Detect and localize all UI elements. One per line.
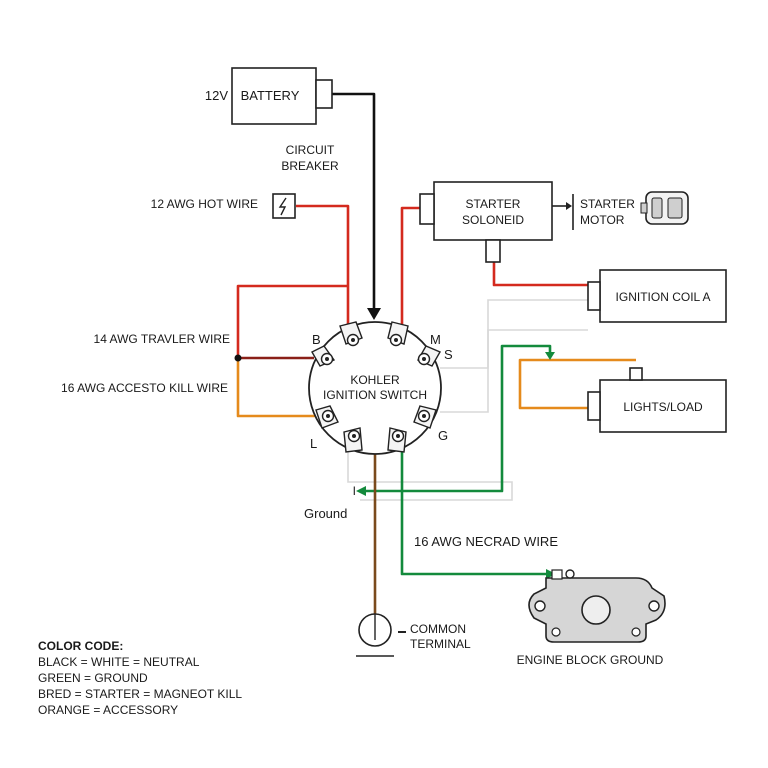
terminal-m bbox=[387, 321, 409, 347]
starter-motor-icon bbox=[640, 191, 689, 225]
terminal-i bbox=[343, 427, 363, 453]
ground-green-wire bbox=[362, 344, 552, 493]
lights-load-label: LIGHTS/LOAD bbox=[623, 400, 703, 414]
coil-gray-wire bbox=[440, 299, 588, 369]
switch-label-1: KOHLER bbox=[350, 373, 400, 387]
starter-solenoid: STARTER SOLONEID bbox=[419, 181, 553, 263]
circuit-breaker-label-1: CIRCUIT bbox=[286, 143, 335, 157]
green-arrowhead-lights bbox=[545, 352, 555, 360]
ground-gray-wire bbox=[347, 450, 513, 501]
circuit-breaker bbox=[272, 193, 296, 219]
switch-label-2: IGNITION SWITCH bbox=[323, 388, 427, 402]
black-arrowhead bbox=[367, 308, 381, 320]
legend-title: COLOR CODE: bbox=[38, 639, 124, 653]
terminal-b bbox=[339, 321, 363, 347]
battery-voltage-label: 12V bbox=[205, 88, 228, 103]
battery-label: BATTERY bbox=[241, 88, 300, 103]
traveler-red-wire bbox=[236, 284, 348, 358]
ground-label: Ground bbox=[304, 506, 347, 521]
traveler-wire-label: 14 AWG TRAVLER WIRE bbox=[94, 332, 230, 346]
terminal-l bbox=[315, 405, 339, 429]
legend-item: GREEN = GROUND bbox=[38, 671, 148, 685]
lightning-icon bbox=[278, 197, 287, 216]
accessory-wire-label: 16 AWG ACCESTO KILL WIRE bbox=[61, 381, 228, 395]
terminal-i-label: I bbox=[353, 484, 356, 498]
battery-black-wire bbox=[330, 92, 376, 312]
engine-ground-label: ENGINE BLOCK GROUND bbox=[517, 653, 664, 667]
lights-orange-wire bbox=[518, 358, 636, 410]
motor-arrowhead bbox=[566, 202, 572, 210]
coil-red-wire bbox=[492, 262, 588, 287]
junction-dot bbox=[234, 354, 242, 362]
hot-red-wire bbox=[296, 204, 350, 326]
engine-block-ground bbox=[528, 569, 666, 643]
common-label-1: COMMON bbox=[410, 622, 466, 636]
ignition-coil-label: IGNITION COIL A bbox=[616, 290, 711, 304]
terminal-s-label: S bbox=[444, 347, 453, 362]
necrad-wire-label: 16 AWG NECRAD WIRE bbox=[414, 534, 558, 549]
green-arrowhead-i bbox=[356, 486, 366, 496]
green-arrowhead-block bbox=[546, 569, 556, 579]
circuit-breaker-label-2: BREAKER bbox=[281, 159, 339, 173]
necrad-green-wire bbox=[400, 450, 548, 576]
terminal-l-label: L bbox=[310, 436, 317, 451]
hot-wire-label: 12 AWG HOT WIRE bbox=[151, 197, 258, 211]
ignition-switch: KOHLER IGNITION SWITCH bbox=[308, 321, 442, 455]
terminal-s bbox=[417, 345, 441, 367]
color-code-legend: COLOR CODE: BLACK = WHITE = NEUTRAL GREE… bbox=[38, 638, 242, 718]
terminal-b-side bbox=[311, 345, 336, 367]
terminal-g-label: G bbox=[438, 428, 448, 443]
solenoid-label-1: STARTER bbox=[466, 197, 521, 211]
solenoid-label-2: SOLONEID bbox=[462, 213, 524, 227]
g-gray-wire bbox=[440, 329, 588, 413]
legend-item: BLACK = WHITE = NEUTRAL bbox=[38, 655, 200, 669]
ignition-coil: IGNITION COIL A bbox=[587, 269, 727, 323]
lights-load: LIGHTS/LOAD bbox=[587, 367, 727, 433]
legend-item: BRED = STARTER = MAGNEOT KILL bbox=[38, 687, 243, 701]
battery: BATTERY 12V bbox=[205, 67, 333, 125]
solenoid-red-wire bbox=[400, 206, 420, 326]
common-label-2: TERMINAL bbox=[410, 637, 471, 651]
legend-item: ORANGE = ACCESSORY bbox=[38, 703, 179, 717]
common-terminal bbox=[356, 613, 406, 657]
terminal-g-side bbox=[413, 405, 437, 429]
motor-label-1: STARTER bbox=[580, 197, 635, 211]
terminal-m-label: M bbox=[430, 332, 441, 347]
motor-label-2: MOTOR bbox=[580, 213, 625, 227]
terminal-g bbox=[387, 427, 407, 453]
accessory-orange-wire bbox=[236, 358, 316, 418]
terminal-b-label: B bbox=[312, 332, 321, 347]
